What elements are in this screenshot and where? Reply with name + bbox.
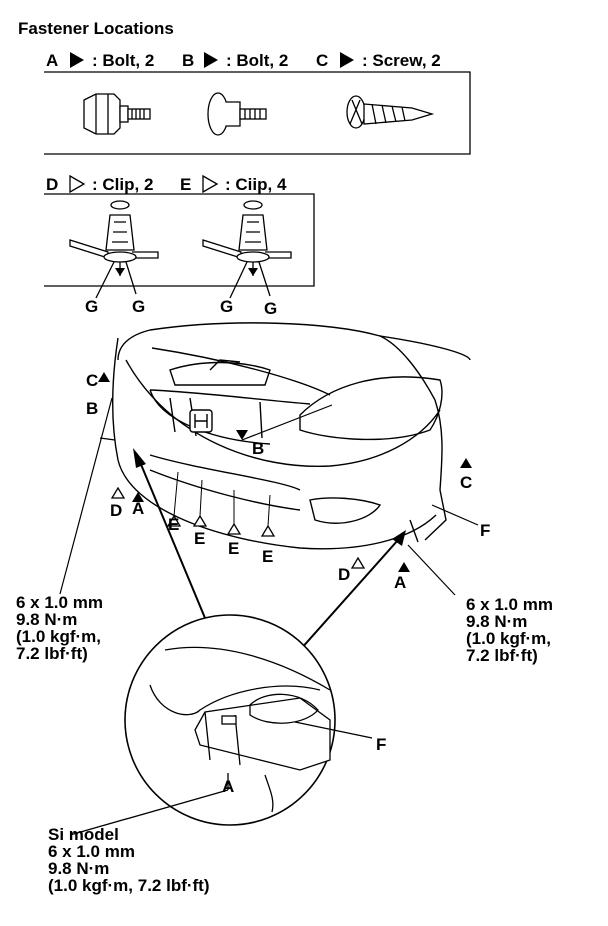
clip-pin-label: G [132, 297, 146, 316]
flange-bolt-icon [83, 93, 151, 135]
clip-d-icon [69, 200, 159, 299]
legend-frame-top [44, 71, 471, 155]
legend-letter-b: B [182, 51, 195, 70]
legend-desc-e: : Ciip, 4 [225, 175, 287, 194]
torque-spec-right: 6 x 1.0 mm 9.8 N·m (1.0 kgf·m, 7.2 lbf·f… [466, 596, 553, 664]
clip-pin-label: G [264, 299, 278, 318]
legend-desc-a: : Bolt, 2 [92, 51, 155, 70]
marker-outline-e [202, 174, 219, 194]
page-title: Fastener Locations [18, 19, 174, 38]
callout-e: E [194, 529, 206, 548]
legend-desc-d: : Clip, 2 [92, 175, 154, 194]
torque-kgf: (1.0 kgf·m, [466, 629, 552, 648]
washer-bolt-icon [207, 92, 267, 136]
legend-frame-bottom [44, 193, 315, 287]
leader-lines [59, 397, 479, 596]
marker-solid-b [204, 52, 218, 68]
callout-d: D [110, 501, 123, 520]
si-model-detail [69, 614, 373, 836]
clip-pin-label: G [220, 297, 234, 316]
torque-size: 6 x 1.0 mm [16, 593, 103, 612]
callout-markers-outline [110, 486, 366, 569]
callout-c: C [460, 473, 473, 492]
callout-a: A [394, 573, 407, 592]
legend-letter-d: D [46, 175, 59, 194]
marker-solid-a [70, 52, 84, 68]
torque-kgf: (1.0 kgf·m, [16, 627, 102, 646]
legend-desc-c: : Screw, 2 [362, 51, 441, 70]
tapping-screw-icon [346, 95, 435, 129]
clip-leaders [173, 471, 271, 527]
si-model-label: Si model [48, 825, 119, 844]
torque-nm: 9.8 N·m [48, 859, 110, 878]
callout-a: A [222, 777, 235, 796]
callout-b: B [252, 439, 265, 458]
legend-desc-b: : Bolt, 2 [226, 51, 289, 70]
callout-d: D [338, 565, 351, 584]
torque-lbf: 7.2 lbf·ft) [16, 644, 88, 663]
torque-size: 6 x 1.0 mm [48, 842, 135, 861]
callout-c: C [86, 371, 99, 390]
torque-kgf-lbf: (1.0 kgf·m, 7.2 lbf·ft) [48, 876, 210, 895]
legend-letter-a: A [46, 51, 59, 70]
callout-e: E [228, 539, 240, 558]
torque-nm: 9.8 N·m [16, 610, 78, 629]
torque-lbf: 7.2 lbf·ft) [466, 646, 538, 665]
front-bumper-drawing [112, 322, 471, 550]
detail-arrows [133, 448, 406, 651]
torque-nm: 9.8 N·m [466, 612, 528, 631]
clip-pin-label: G [85, 297, 99, 316]
torque-spec-left: 6 x 1.0 mm 9.8 N·m (1.0 kgf·m, 7.2 lbf·f… [16, 594, 103, 662]
callout-f: F [376, 735, 387, 754]
legend-letter-c: C [316, 51, 329, 70]
legend-letter-e: E [180, 175, 192, 194]
marker-solid-c [340, 52, 354, 68]
callout-e: E [168, 515, 180, 534]
si-model-note: Si model 6 x 1.0 mm 9.8 N·m (1.0 kgf·m, … [48, 826, 210, 894]
callout-e: E [262, 547, 274, 566]
callout-b: B [86, 399, 99, 418]
clip-e-icon [202, 200, 292, 299]
callout-f: F [480, 521, 491, 540]
marker-outline-d [69, 174, 86, 194]
torque-size: 6 x 1.0 mm [466, 595, 553, 614]
callout-a: A [132, 499, 145, 518]
